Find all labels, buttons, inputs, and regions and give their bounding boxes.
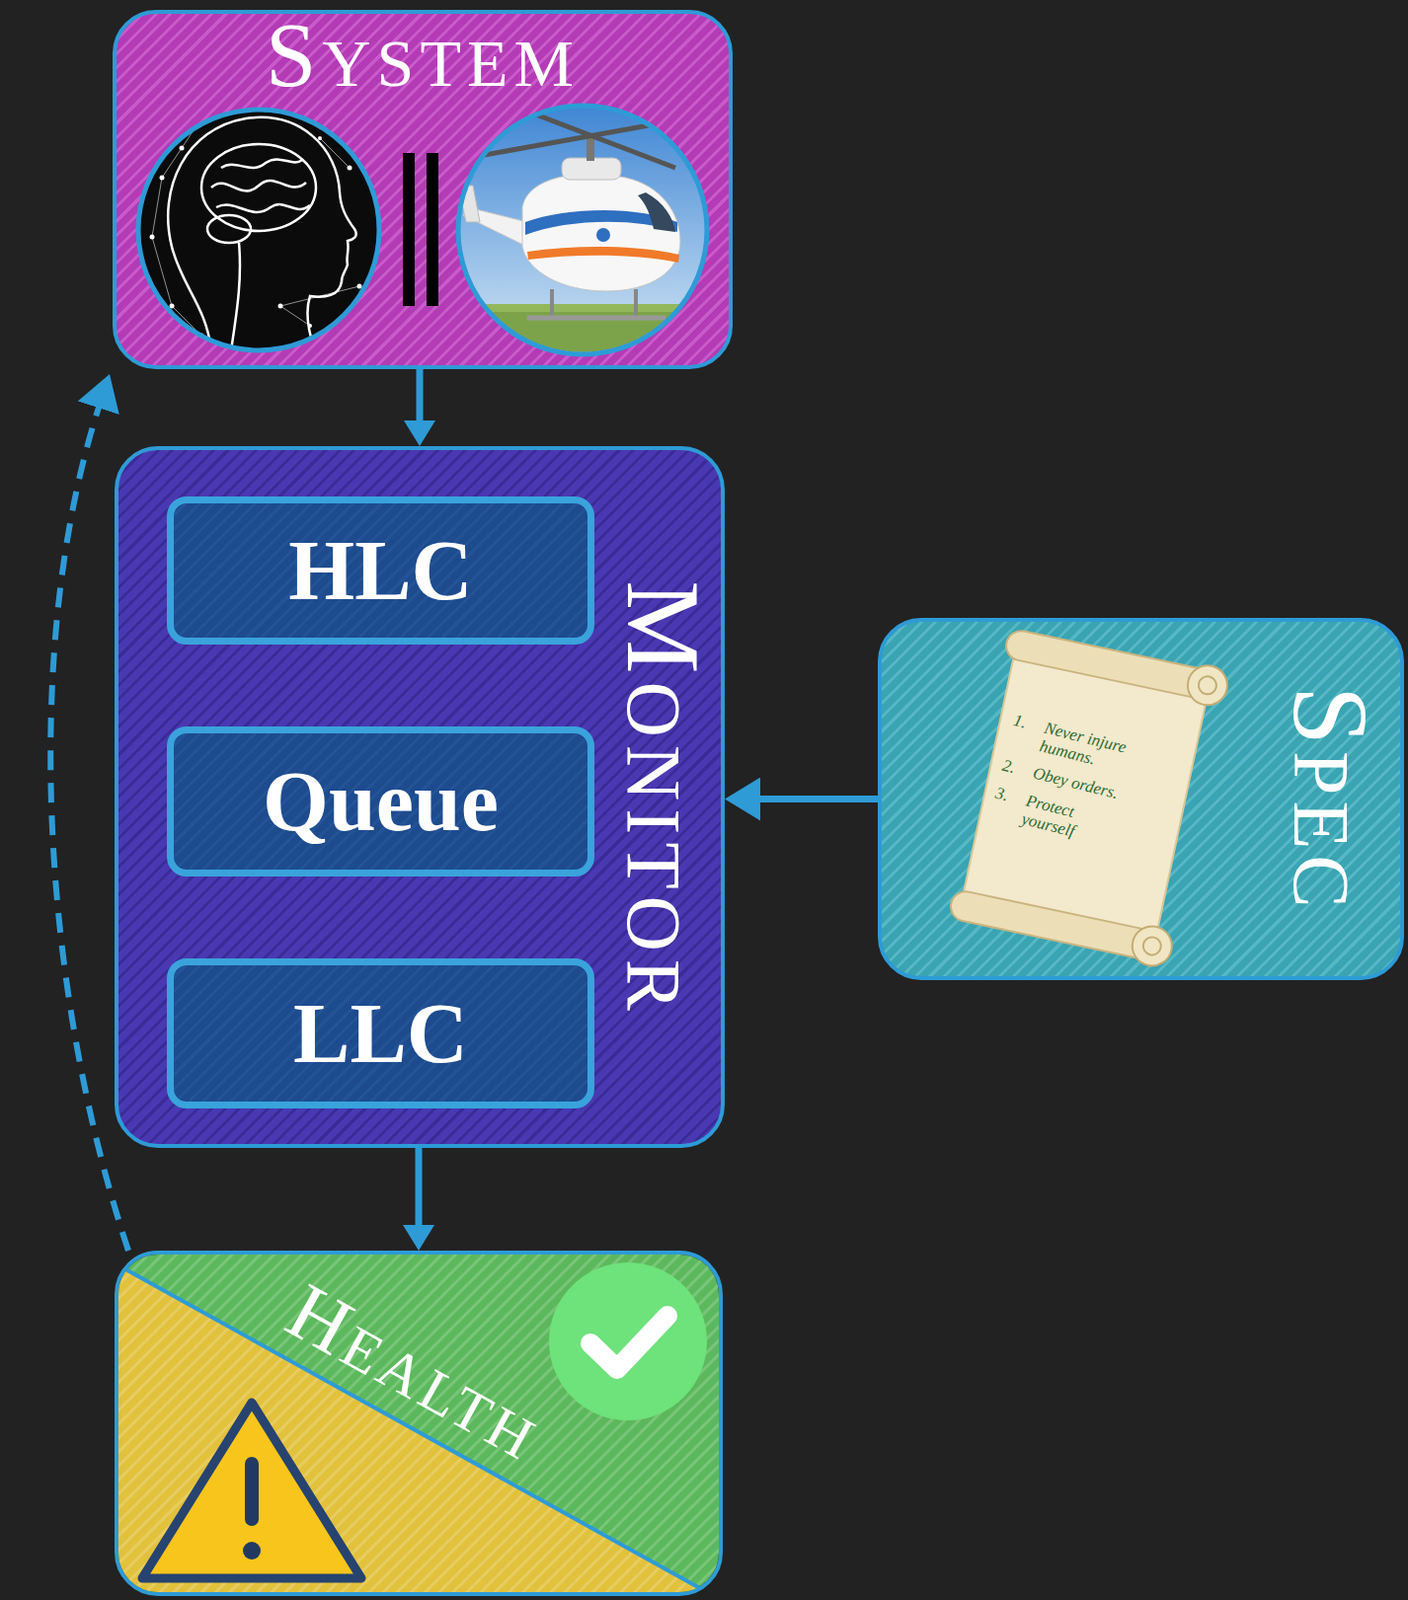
- brain-drawing-part-part: [207, 215, 251, 243]
- brain-drawing-part-part: [231, 242, 240, 351]
- brain-drawing-part-part: [278, 304, 284, 310]
- rule-number: 2.: [1000, 757, 1036, 783]
- node-title: SPEC: [1276, 685, 1385, 914]
- brain-drawing-part-part: [357, 284, 363, 290]
- brain-drawing-part-part: [167, 117, 357, 351]
- brain-drawing-part-part: [169, 304, 175, 310]
- brain-drawing-part: [167, 117, 357, 351]
- flow-arrow: [416, 369, 424, 423]
- warning-bang: [244, 1457, 259, 1527]
- scroll-drawing-part: [1196, 675, 1218, 697]
- brain-drawing-part-part: [159, 175, 165, 181]
- controller-box: HLC: [166, 496, 595, 645]
- brain-drawing-part: [150, 116, 363, 339]
- scroll-drawing: [946, 624, 1231, 971]
- scroll-drawing-part: [962, 654, 1208, 938]
- brain-ring: [138, 109, 380, 351]
- brain-drawing-part-part: [152, 118, 360, 336]
- helicopter-drawing-part: [561, 157, 622, 180]
- flow-arrow: [415, 1148, 423, 1228]
- brain-drawing-part-part: [216, 204, 311, 213]
- helicopter-drawing-part: [596, 228, 611, 242]
- queue-box: Queue: [166, 726, 595, 877]
- check-mark: [590, 1316, 668, 1370]
- scroll-drawing-part: [1141, 936, 1163, 957]
- brain-drawing-part-part: [199, 116, 205, 122]
- flow-arrow: [758, 795, 878, 803]
- helicopter-drawing: [448, 103, 725, 370]
- parallel-bar: [402, 153, 415, 307]
- helicopter-drawing-part: [549, 289, 554, 316]
- health-ground: [118, 1254, 719, 1593]
- helicopter-drawing-part: [527, 246, 680, 263]
- box-label: LLC: [293, 991, 469, 1077]
- brain-drawing-part-part: [179, 146, 185, 152]
- health-ground-part: [118, 1254, 719, 1593]
- health-illustration: [118, 1254, 719, 1593]
- brain-disc: [138, 109, 380, 351]
- helicopter-disc: [458, 105, 707, 355]
- monitor-box: MONITOR HLC QueueLLC: [114, 446, 725, 1149]
- parallel-bar: [426, 153, 439, 307]
- health-ground-part: [118, 1254, 719, 1593]
- brain-drawing: [150, 116, 363, 352]
- brain-drawing-part-part: [211, 180, 307, 192]
- controller-box: LLC: [166, 958, 595, 1109]
- brain-drawing-part-part: [317, 136, 322, 141]
- scroll-drawing-part: [1183, 662, 1231, 709]
- check-badge: [548, 1262, 707, 1421]
- helicopter-drawing-part: [527, 315, 666, 321]
- warning-dot: [242, 1542, 261, 1561]
- helicopter-drawing-part: [637, 192, 676, 233]
- warning-triangle: [142, 1403, 362, 1579]
- helicopter-drawing-part: [507, 103, 676, 168]
- helicopter-drawing-part: [633, 289, 638, 316]
- node-title: SYSTEM: [265, 9, 580, 101]
- scroll-drawing-part: [1128, 923, 1175, 970]
- brain-drawing-part: [152, 118, 360, 336]
- helicopter-ring: [458, 105, 707, 355]
- node-title: MONITOR: [611, 580, 716, 1019]
- box-label: HLC: [288, 528, 472, 614]
- brain-drawing-part-part: [150, 234, 156, 240]
- helicopter-drawing-part: [522, 173, 681, 292]
- box-label: Queue: [262, 759, 499, 845]
- brain-drawing-part-part: [221, 158, 303, 168]
- brain-drawing-part-part: [347, 165, 353, 171]
